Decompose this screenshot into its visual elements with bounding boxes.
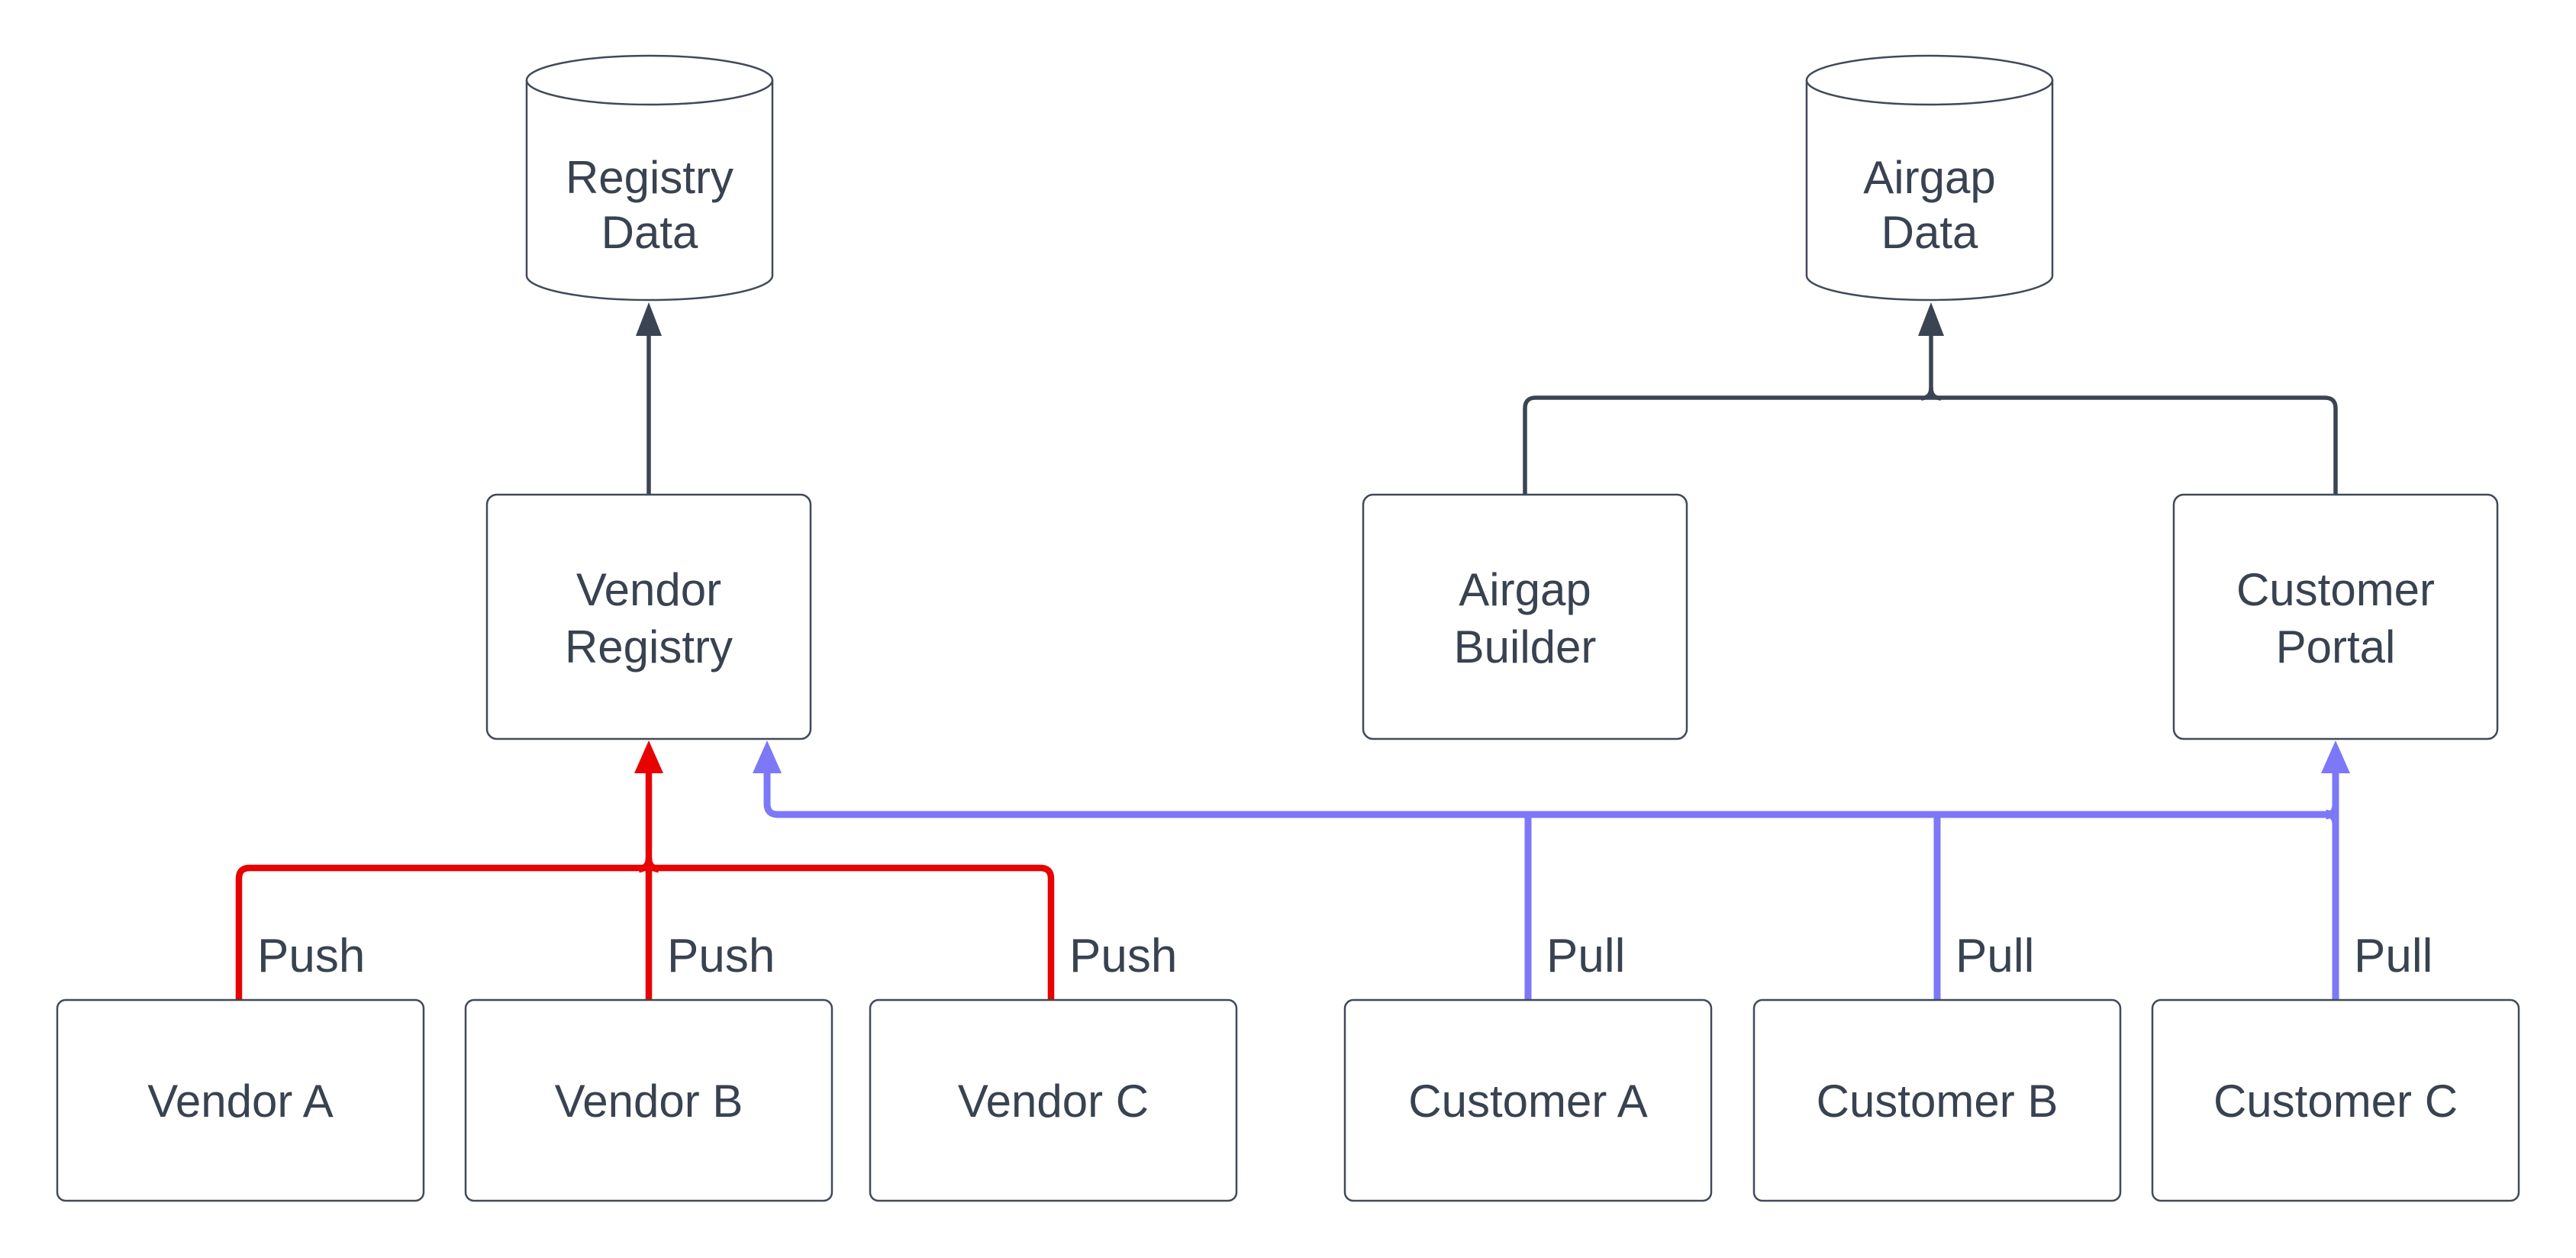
node-label: Vendor B <box>555 1076 743 1127</box>
pull-label-customer-a: Pull <box>1546 930 1625 982</box>
arrowhead-up-icon <box>1918 302 1944 336</box>
node-label: Vendor A <box>147 1076 334 1127</box>
arrowhead-up-icon <box>636 302 662 336</box>
node-label: Registry <box>566 152 733 203</box>
node-label: Airgap <box>1863 152 1995 203</box>
node-label: Vendor <box>576 564 721 615</box>
edge-vendors-push-to-vendor-registry <box>235 740 1055 1000</box>
node-label: Customer <box>2236 564 2435 615</box>
push-label-vendor-c: Push <box>1069 930 1177 982</box>
node-box <box>2172 493 2499 740</box>
cylinder-body <box>1805 80 2054 302</box>
node-airgap-data: Airgap Data <box>1805 54 2054 302</box>
node-box <box>56 998 425 1202</box>
node-label: Data <box>1881 207 1978 258</box>
node-label: Builder <box>1454 621 1597 673</box>
node-label: Registry <box>565 621 733 673</box>
pull-label-customer-b: Pull <box>1955 930 2034 982</box>
node-customer-b: Customer B <box>1752 998 2122 1202</box>
arrowhead-up-icon <box>753 740 782 773</box>
arrowhead-up-icon <box>2321 740 2350 773</box>
node-registry-data: Registry Data <box>525 54 774 302</box>
node-label: Data <box>601 207 698 258</box>
node-vendor-c: Vendor C <box>869 998 1238 1202</box>
arrowhead-up-icon <box>634 740 663 773</box>
node-vendor-registry: Vendor Registry <box>485 493 812 740</box>
node-label: Portal <box>2276 621 2396 673</box>
node-vendor-b: Vendor B <box>464 998 833 1202</box>
edge-fillet <box>2325 809 2339 825</box>
node-box <box>1362 493 1688 740</box>
node-box <box>2151 998 2520 1202</box>
node-label: Customer C <box>2213 1076 2458 1127</box>
node-box <box>869 998 1238 1202</box>
cylinder-top <box>1805 54 2054 106</box>
node-box <box>464 998 833 1202</box>
node-label: Vendor C <box>958 1076 1149 1127</box>
node-airgap-builder: Airgap Builder <box>1362 493 1688 740</box>
edge-fillet <box>1929 387 1942 401</box>
node-customer-portal: Customer Portal <box>2172 493 2499 740</box>
pull-label-customer-c: Pull <box>2354 930 2433 982</box>
node-box <box>485 493 812 740</box>
edge-fillet <box>645 857 659 873</box>
push-label-vendor-a: Push <box>257 930 365 982</box>
node-box <box>1752 998 2122 1202</box>
node-box <box>1343 998 1713 1202</box>
node-label: Airgap <box>1459 564 1591 615</box>
node-label: Customer A <box>1408 1076 1647 1127</box>
node-customer-c: Customer C <box>2151 998 2520 1202</box>
cylinder-body <box>525 80 774 302</box>
node-customer-a: Customer A <box>1343 998 1713 1202</box>
cylinder-top <box>525 54 774 106</box>
edge-line <box>1523 395 2338 495</box>
edge-airgap-builder-customer-portal-to-airgap-data <box>1523 302 2338 495</box>
edge-vendor-registry-to-registry-data <box>636 302 662 495</box>
node-label: Customer B <box>1817 1076 2059 1127</box>
edge-customers-pull <box>753 740 2350 1000</box>
node-vendor-a: Vendor A <box>56 998 425 1202</box>
edge-line <box>763 769 2336 818</box>
push-label-vendor-b: Push <box>667 930 775 982</box>
